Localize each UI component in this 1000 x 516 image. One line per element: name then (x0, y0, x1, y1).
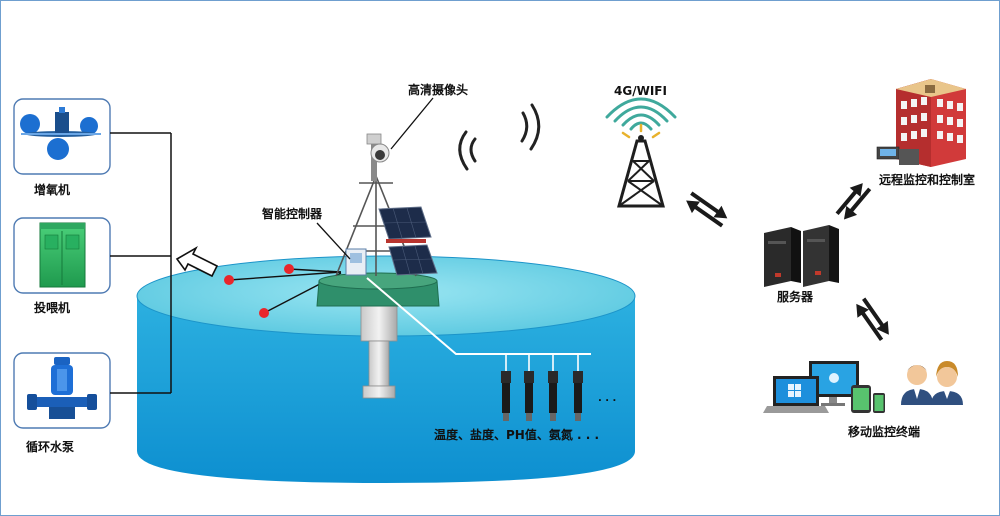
sensor-bus (366, 277, 591, 371)
users-icon (901, 361, 963, 405)
sensors-label: 温度、盐度、PH值、氨氮 . . . (434, 427, 599, 442)
network-label: 4G/WIFI (614, 84, 667, 98)
signal-tower-icon (605, 97, 677, 208)
mobile-terminal-label: 移动监控终端 (848, 424, 920, 439)
feeder-cabinet-icon (39, 222, 86, 288)
controller-pointer (316, 222, 351, 260)
wireless-waves-icon (458, 103, 541, 171)
server-label: 服务器 (777, 289, 814, 304)
server-icon[interactable] (764, 225, 839, 287)
solar-panel (378, 206, 438, 276)
sensor-points (224, 264, 342, 318)
controller-label: 智能控制器 (261, 206, 323, 221)
camera-label: 高清摄像头 (408, 82, 468, 97)
sensor-probes-icon (501, 371, 583, 421)
control-arrow (175, 245, 219, 278)
feeder-label: 投喂机 (34, 300, 70, 315)
aerator-icon (20, 107, 101, 160)
link-arrows (686, 183, 889, 342)
devices-icon[interactable] (763, 361, 885, 413)
water-pump-icon (27, 357, 97, 419)
aerator-panel[interactable] (13, 98, 111, 175)
aerator-label: 增氧机 (34, 182, 70, 197)
pump-panel[interactable] (13, 352, 111, 429)
control-room-label: 远程监控和控制室 (879, 172, 975, 187)
monitoring-platform (316, 141, 440, 399)
camera-icon (366, 133, 390, 163)
feeder-panel[interactable] (13, 217, 111, 294)
camera-pointer (390, 97, 434, 150)
pump-label: 循环水泵 (26, 439, 74, 454)
building-icon[interactable] (876, 79, 966, 167)
more-probes-dots: . . . (598, 393, 616, 404)
equipment-wiring (110, 132, 172, 394)
